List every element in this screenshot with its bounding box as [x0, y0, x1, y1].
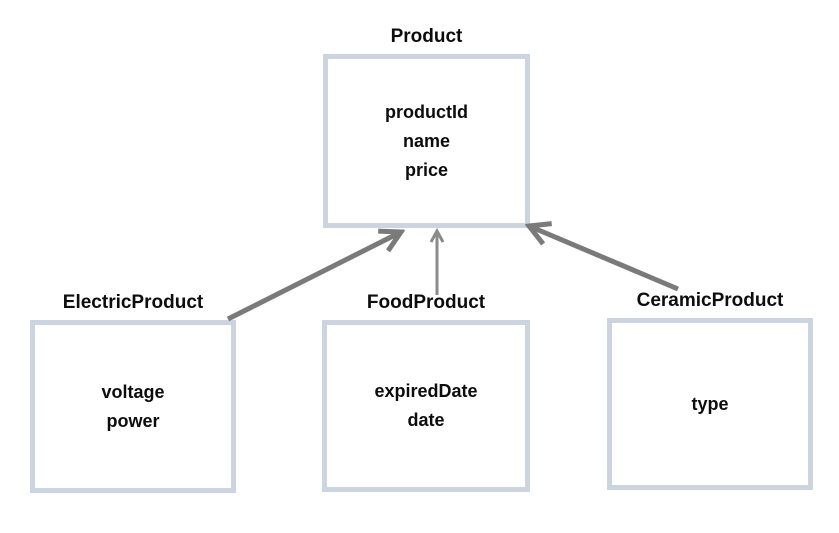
class-node-food-product: FoodProduct expiredDate date [322, 292, 530, 492]
attribute-expired-date: expiredDate [374, 381, 478, 401]
attribute-type: type [691, 393, 729, 414]
inheritance-arrow-ceramic-to-product [529, 226, 679, 292]
class-node-ceramic-product: CeramicProduct type [607, 290, 813, 490]
attribute-name: name [402, 130, 451, 151]
attribute-power: power [106, 410, 160, 431]
class-box-ceramic-product: type [607, 318, 813, 490]
class-box-food-product: expiredDate date [322, 320, 530, 492]
class-title-ceramic-product: CeramicProduct [636, 290, 784, 311]
attribute-voltage: voltage [101, 381, 165, 402]
class-title-product: Product [390, 26, 463, 47]
class-title-food-product: FoodProduct [366, 292, 486, 313]
class-node-electric-product: ElectricProduct voltage power [30, 292, 236, 493]
class-box-electric-product: voltage power [30, 320, 236, 493]
attribute-date: date [407, 410, 445, 430]
attribute-price: price [404, 159, 449, 180]
class-box-product: productId name price [323, 54, 530, 228]
attribute-product-id: productId [385, 101, 468, 122]
class-node-product: Product productId name price [323, 26, 530, 228]
class-title-electric-product: ElectricProduct [62, 292, 204, 313]
